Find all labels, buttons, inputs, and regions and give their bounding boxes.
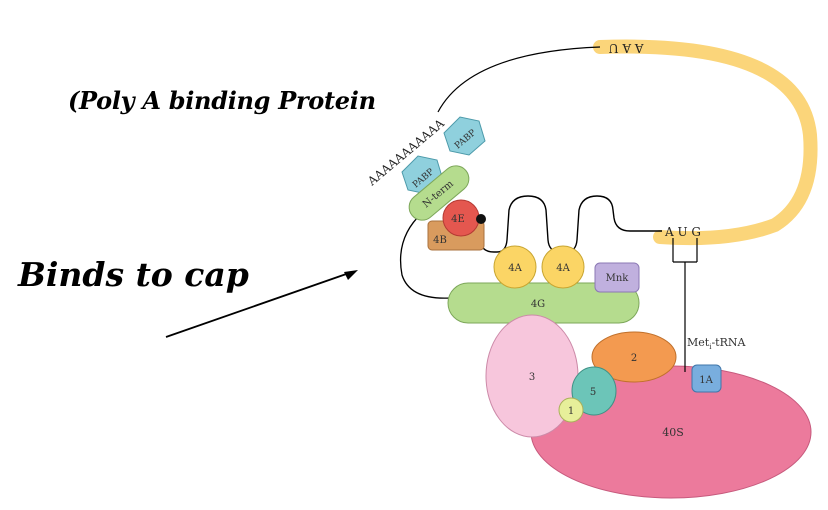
svg-text:4B: 4B [433,235,447,246]
eif5-protein: 5 [571,366,617,416]
polya-connector [437,46,601,113]
mrna-strand [593,39,818,246]
met-trna-label: Meti-tRNA [687,336,746,351]
svg-text:2: 2 [631,353,637,364]
svg-text:1: 1 [568,406,574,417]
mrna-end-bases: A A U [608,41,644,55]
svg-text:4E: 4E [451,214,465,225]
start-codon: A U G [664,225,701,239]
svg-text:4A: 4A [556,263,570,274]
mrna-loops [479,195,662,253]
pabp-protein-2: PABP [443,116,486,156]
pabp-annotation: (Poly A binding Protein [68,86,376,115]
codon-anticodon-link [672,238,698,372]
svg-text:5: 5 [590,387,596,398]
eif4e-protein: 4E [442,199,480,237]
svg-text:Mnk: Mnk [606,273,630,284]
mnk-protein: Mnk [594,262,640,293]
eif4a-protein-1: 4A [493,245,537,289]
mrna-cap-icon [476,214,486,224]
svg-text:4A: 4A [508,263,522,274]
cap-annotation: Binds to cap [18,255,249,294]
svg-text:4G: 4G [531,299,545,310]
svg-text:3: 3 [529,372,535,383]
eif4g-tether [399,212,451,299]
svg-text:1A: 1A [699,375,713,386]
eif1a-protein: 1A [691,364,722,393]
cap-arrow [165,270,358,338]
eif4a-protein-2: 4A [541,245,585,289]
ribosome-40s-label: 40S [662,426,684,439]
eif2-protein: 2 [591,331,677,383]
eif1-protein: 1 [558,397,584,423]
